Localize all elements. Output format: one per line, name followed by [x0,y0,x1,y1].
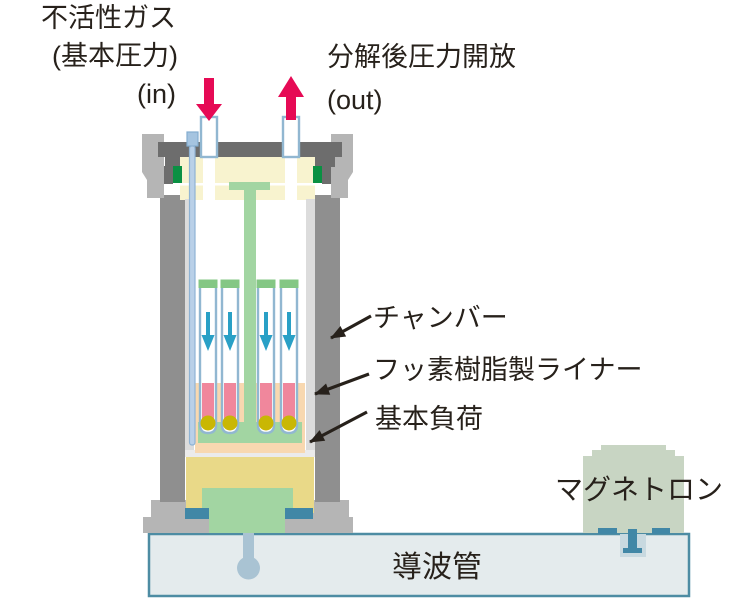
coupling-right [285,508,313,519]
inlet-channel [203,155,215,201]
flow-down-arrow-icon [264,312,268,335]
tube-liquid [202,383,214,425]
base-load-pointer-arrow-icon [309,410,368,444]
flow-down-arrow-icon [228,312,232,335]
sample-ball [281,415,297,431]
lid-skirt-left [164,166,173,184]
lining-right [306,199,315,457]
outlet-label-line1: 分解後圧力開放 [327,42,516,72]
waveguide-label: 導波管 [392,551,482,584]
magnetron-body [583,445,684,533]
chamber-label: チャンバー [373,303,508,333]
outlet-label-line2: (out) [327,85,383,115]
magnetron-antenna-base [623,548,642,553]
flow-down-arrowhead-icon [282,335,296,351]
flow-down-arrowhead-icon [223,335,237,351]
sample-tube [220,279,240,435]
thermowell-tube [186,131,199,446]
magnetron-tab-left [598,528,617,534]
flow-down-arrow-icon [206,312,210,335]
magnetron-tab-right [652,528,670,534]
outlet-label: 分解後圧力開放 (out) [327,42,516,115]
sample-ball [258,415,274,431]
inlet-label-line2: (基本圧力) [52,41,178,71]
sample-ball [200,415,216,431]
sample-ball [222,415,238,431]
inlet-label-line1: 不活性ガス [41,3,176,33]
tube-liquid [224,383,236,425]
flow-down-arrowhead-icon [259,335,273,351]
tube-cap [220,279,240,288]
gas-out-arrow-icon [278,76,304,120]
magnetron-label: マグネトロン [555,474,723,505]
coupling-left [185,508,209,519]
lid-skirt-right [322,166,331,184]
flow-down-arrow-icon [287,312,291,335]
sample-tube [256,279,276,435]
magnetron-antenna [628,529,637,550]
tube-cap [198,279,218,288]
sample-tubes [198,279,299,435]
tube-cap [279,279,299,288]
stirrer-bar [229,182,270,190]
chamber-pointer-arrow-icon [330,314,372,340]
thermowell-shaft [188,145,196,446]
tube-cap [256,279,276,288]
liner-label: フッ素樹脂製ライナー [373,355,642,385]
base-foot-left [151,500,194,518]
microwave-window [202,488,293,533]
tube-liquid [283,383,295,425]
inlet-port-tube [199,115,219,159]
magnetron: マグネトロン [555,445,723,557]
inlet-label-line3: (in) [137,79,176,109]
chamber-wall-right [315,195,340,502]
lining-bottom [185,450,315,457]
lid-top-band [158,142,342,157]
waveguide: 導波管 [147,532,691,598]
flow-down-arrowhead-icon [201,335,215,351]
inlet-label: 不活性ガス (基本圧力) (in) [41,3,178,109]
outlet-channel [285,155,297,201]
liner-pointer-arrow-icon [314,372,370,396]
sample-tube [279,279,299,435]
sample-tube [198,279,218,435]
base-load-label: 基本負荷 [375,404,483,434]
gas-in-arrow-icon [196,78,222,121]
stirrer-rod [229,182,270,440]
chamber-wall-left [160,195,185,502]
stirrer-stem [244,188,256,440]
thermowell-cap [186,131,199,147]
seal-right [313,166,322,183]
outlet-port-tube [281,115,301,159]
base-foot-right [306,500,349,518]
tube-liquid [260,383,272,425]
probe-bulb [237,556,260,580]
seal-left [173,166,182,183]
